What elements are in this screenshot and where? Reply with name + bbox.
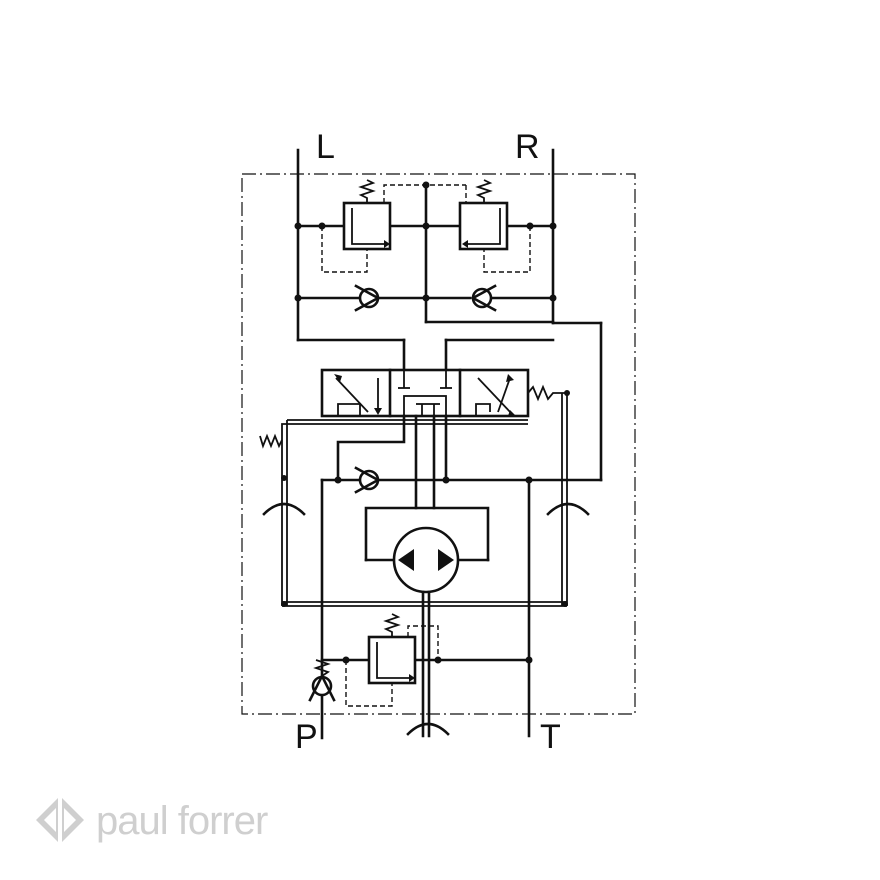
flow-arrow-icon bbox=[546, 502, 590, 516]
relief-valve-icon bbox=[320, 613, 533, 707]
check-valve-row bbox=[294, 294, 557, 302]
brand-name: paul forrer bbox=[96, 799, 268, 843]
spring-icon bbox=[527, 384, 567, 402]
check-valve-icon bbox=[354, 284, 381, 312]
port-label-T: T bbox=[540, 718, 561, 756]
port-label-R: R bbox=[515, 128, 540, 166]
check-valve-icon bbox=[308, 659, 336, 702]
directional-valve-icon bbox=[320, 368, 567, 418]
spring-icon bbox=[313, 659, 331, 677]
port-label-L: L bbox=[316, 128, 335, 166]
assembly-boundary bbox=[241, 173, 636, 715]
relief-valve-icon bbox=[458, 179, 531, 273]
spring-icon bbox=[259, 433, 283, 449]
pilot-lines bbox=[259, 390, 570, 607]
brand-logo: paul forrer bbox=[36, 798, 269, 843]
flow-arrow-icon bbox=[262, 502, 306, 516]
check-valve-icon bbox=[354, 466, 381, 494]
port-lines-top bbox=[296, 148, 603, 482]
check-valve-icon bbox=[470, 284, 497, 312]
hydraulic-motor-icon bbox=[364, 506, 490, 738]
relief-valve-icon bbox=[321, 179, 466, 273]
port-label-P: P bbox=[295, 718, 318, 756]
lower-connection-lines bbox=[320, 414, 603, 740]
